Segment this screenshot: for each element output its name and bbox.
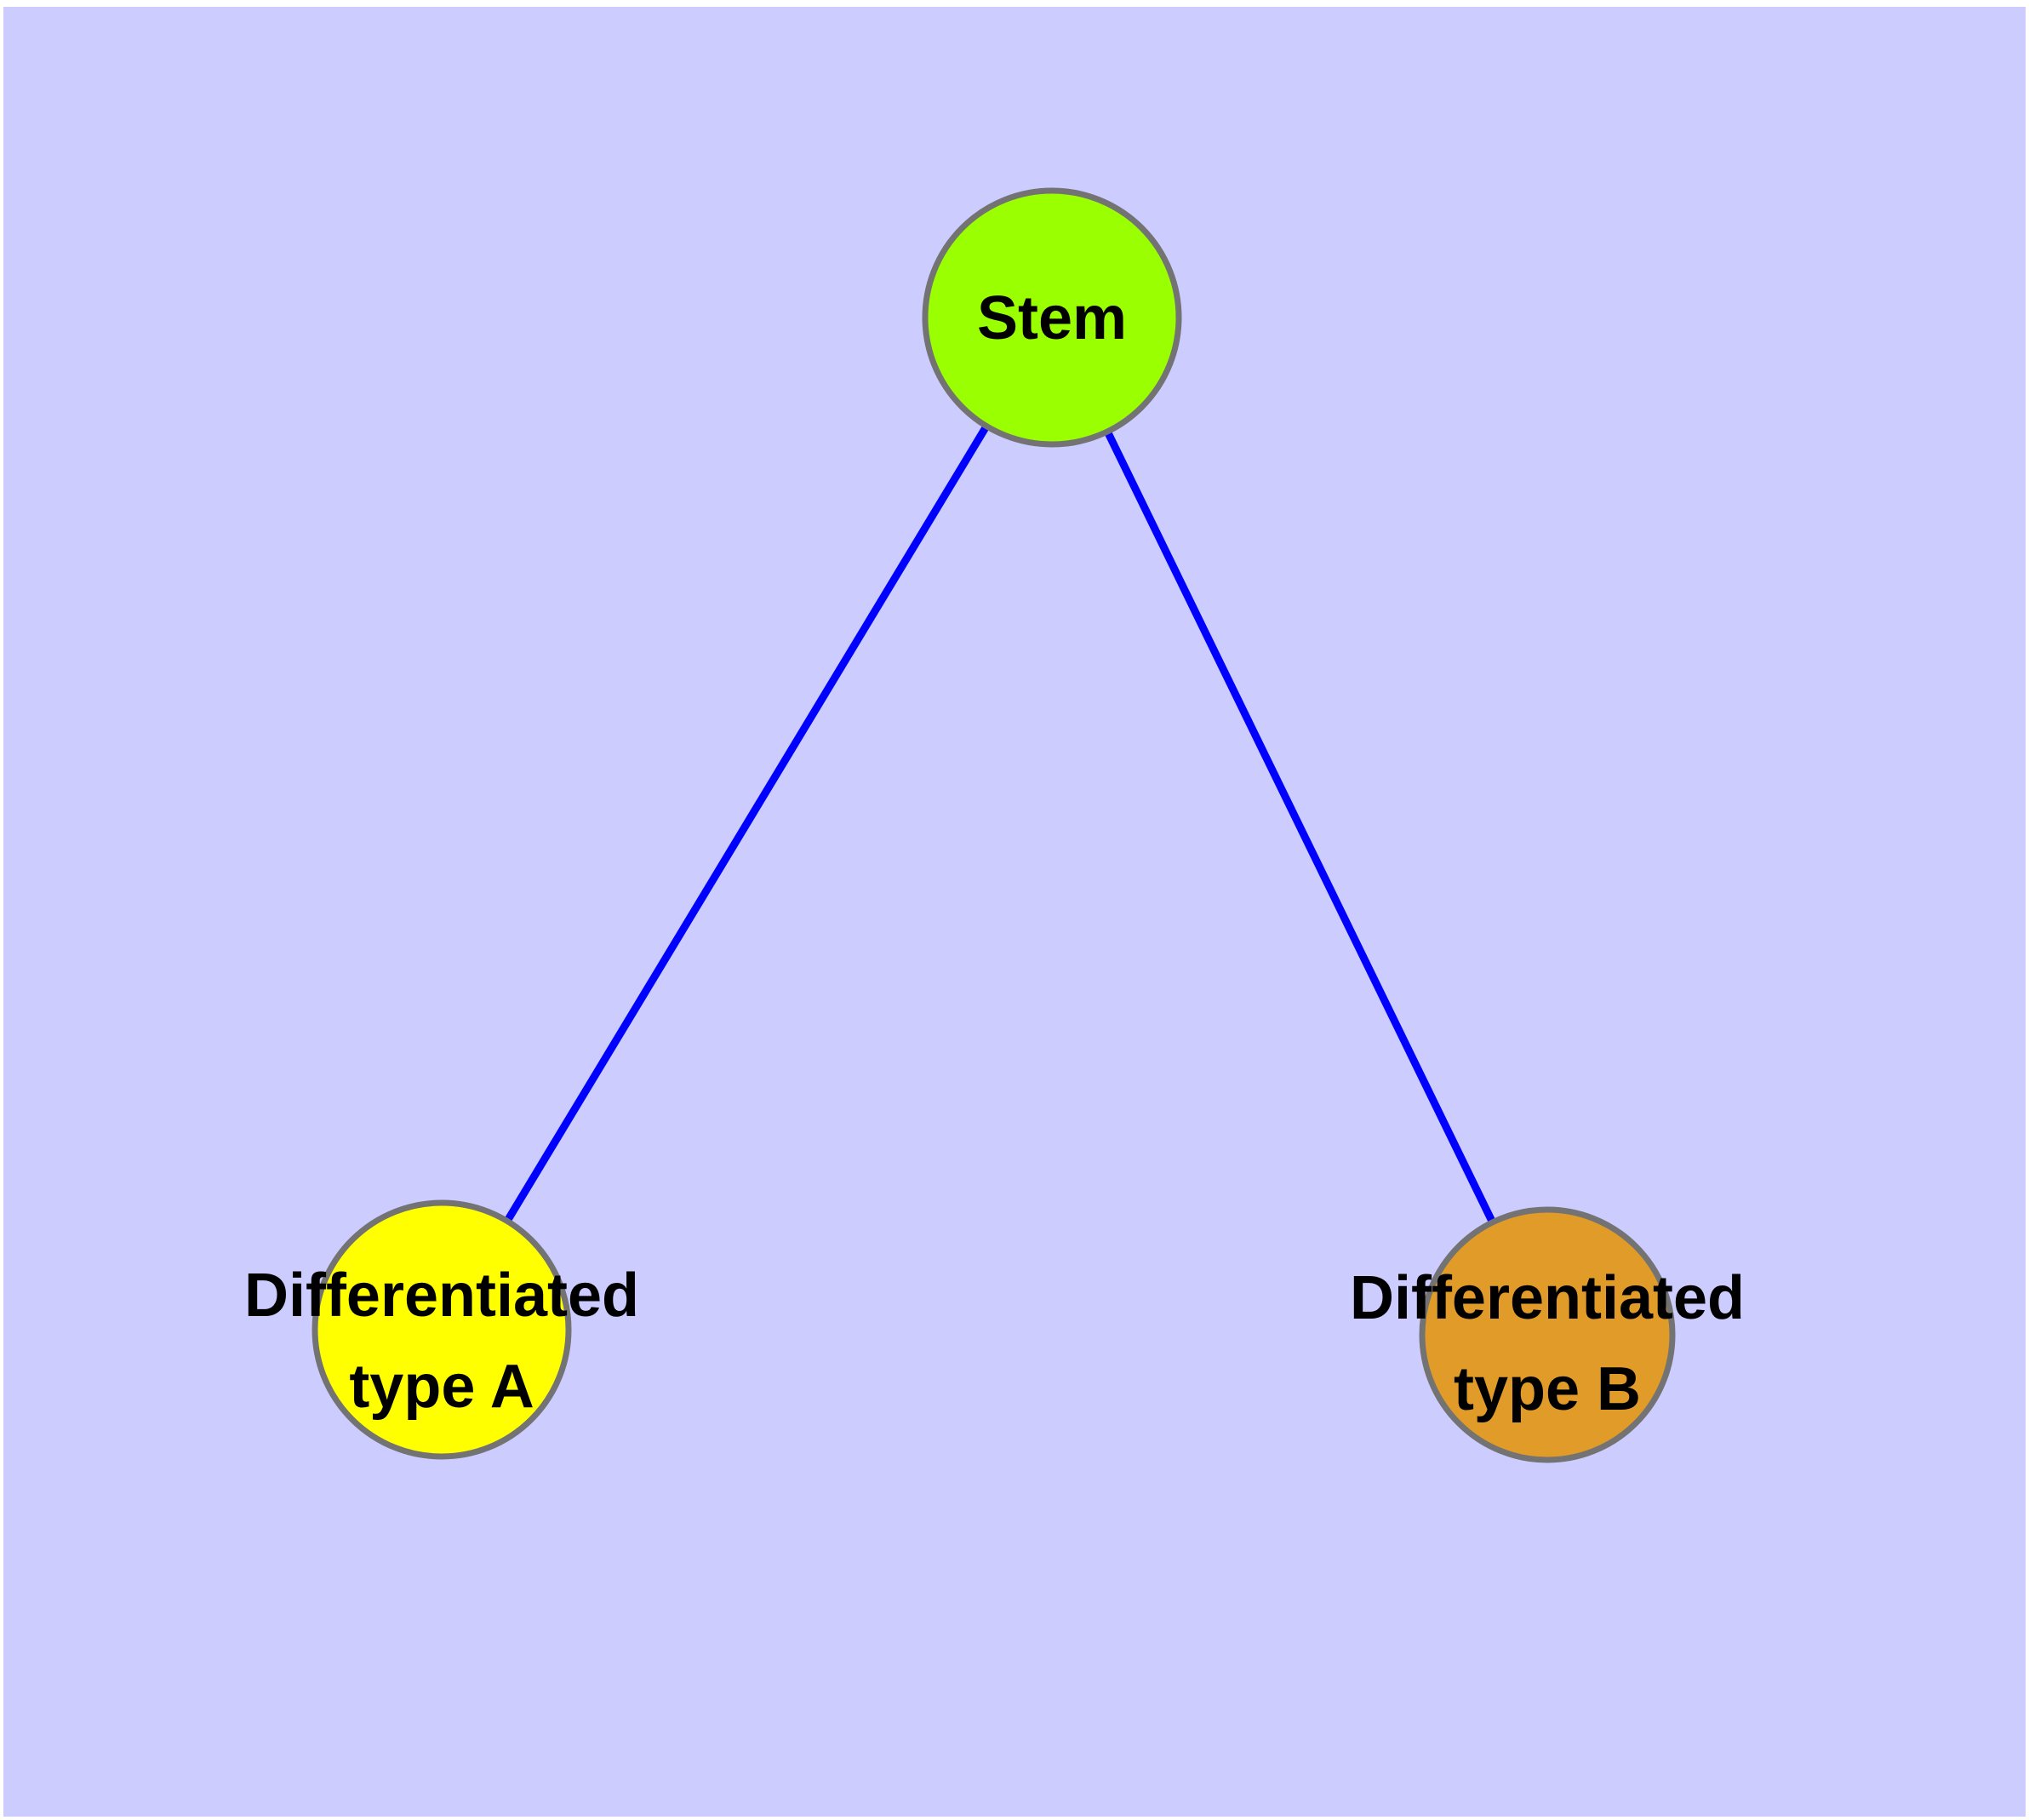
edge-stem-to-differentiated-type-b[interactable] bbox=[1048, 316, 1552, 1336]
node-differentiated-type-b-label-line1: Differentiated bbox=[1350, 1264, 1745, 1332]
node-layer: Stem Differentiated type A Differentiate… bbox=[244, 187, 1745, 1463]
node-differentiated-type-b-circle[interactable] bbox=[1419, 1206, 1676, 1463]
node-stem-circle[interactable] bbox=[922, 187, 1182, 448]
node-differentiated-type-a-label-line2: type A bbox=[349, 1353, 534, 1421]
edge-stem-to-differentiated-type-a[interactable] bbox=[438, 315, 1055, 1332]
node-differentiated-type-a[interactable]: Differentiated type A bbox=[244, 1199, 639, 1460]
node-stem[interactable]: Stem bbox=[922, 187, 1182, 448]
node-stem-label: Stem bbox=[977, 284, 1127, 352]
edge-layer bbox=[438, 315, 1552, 1336]
node-differentiated-type-b[interactable]: Differentiated type B bbox=[1350, 1206, 1745, 1463]
node-differentiated-type-a-circle[interactable] bbox=[311, 1199, 572, 1460]
node-differentiated-type-b-label-line2: type B bbox=[1454, 1355, 1641, 1423]
node-differentiated-type-a-label-line1: Differentiated bbox=[244, 1262, 639, 1330]
